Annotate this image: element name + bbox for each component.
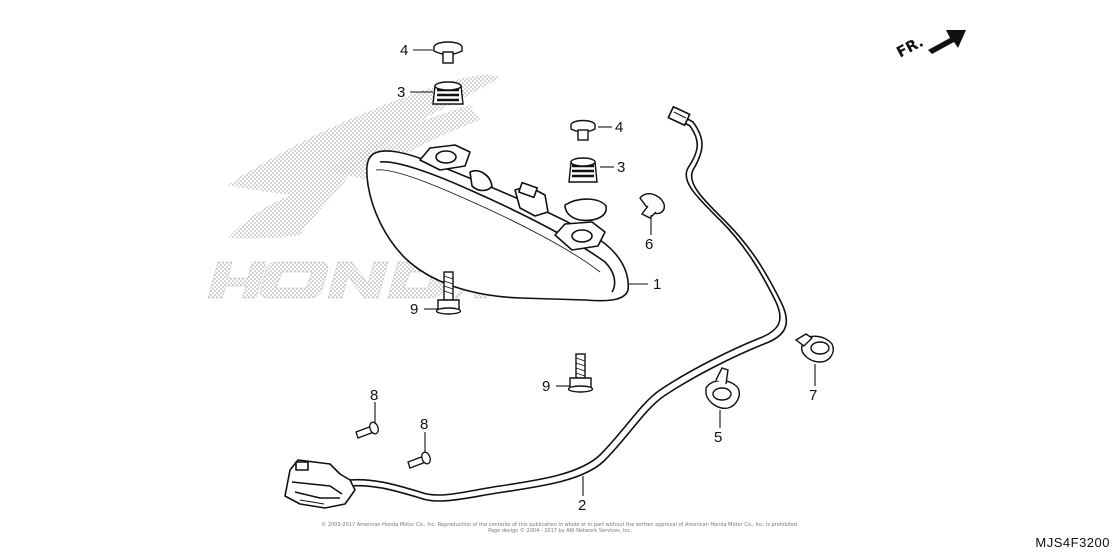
grommet-part xyxy=(432,81,464,105)
callout-8: 8 xyxy=(370,387,379,404)
screw-part xyxy=(355,421,379,439)
copyright-line: © 2003-2017 American Honda Motor Co., In… xyxy=(321,522,799,528)
bolt-part xyxy=(567,353,594,393)
callout-2: 2 xyxy=(578,497,587,514)
callout-1: 1 xyxy=(653,276,662,293)
grommet-part xyxy=(568,157,598,183)
diagram-code: MJS4F3200 xyxy=(1035,535,1110,550)
callout-7: 7 xyxy=(809,387,818,404)
callout-4: 4 xyxy=(400,42,409,59)
clamp-part-5 xyxy=(705,367,740,409)
license-light-harness xyxy=(284,105,788,509)
clip-part-6 xyxy=(639,193,666,219)
callout-6: 6 xyxy=(645,236,654,253)
callout-3: 3 xyxy=(617,159,626,176)
collar-part xyxy=(570,119,596,141)
copyright-notice: © 2003-2017 American Honda Motor Co., In… xyxy=(300,522,820,534)
bolt-part xyxy=(435,271,462,315)
callout-8: 8 xyxy=(420,416,429,433)
tail-light-housing xyxy=(366,144,629,302)
callout-3: 3 xyxy=(397,84,406,101)
front-direction-arrow-icon xyxy=(928,30,966,54)
callout-9: 9 xyxy=(542,378,551,395)
collar-part xyxy=(433,41,463,64)
callout-5: 5 xyxy=(714,429,723,446)
copyright-line: Page design © 2004 - 2017 by ARI Network… xyxy=(488,528,632,534)
clamp-part-7 xyxy=(794,333,834,363)
callout-9: 9 xyxy=(410,301,419,318)
callout-4: 4 xyxy=(615,119,624,136)
screw-part xyxy=(407,451,431,469)
leader-lines xyxy=(374,49,816,496)
